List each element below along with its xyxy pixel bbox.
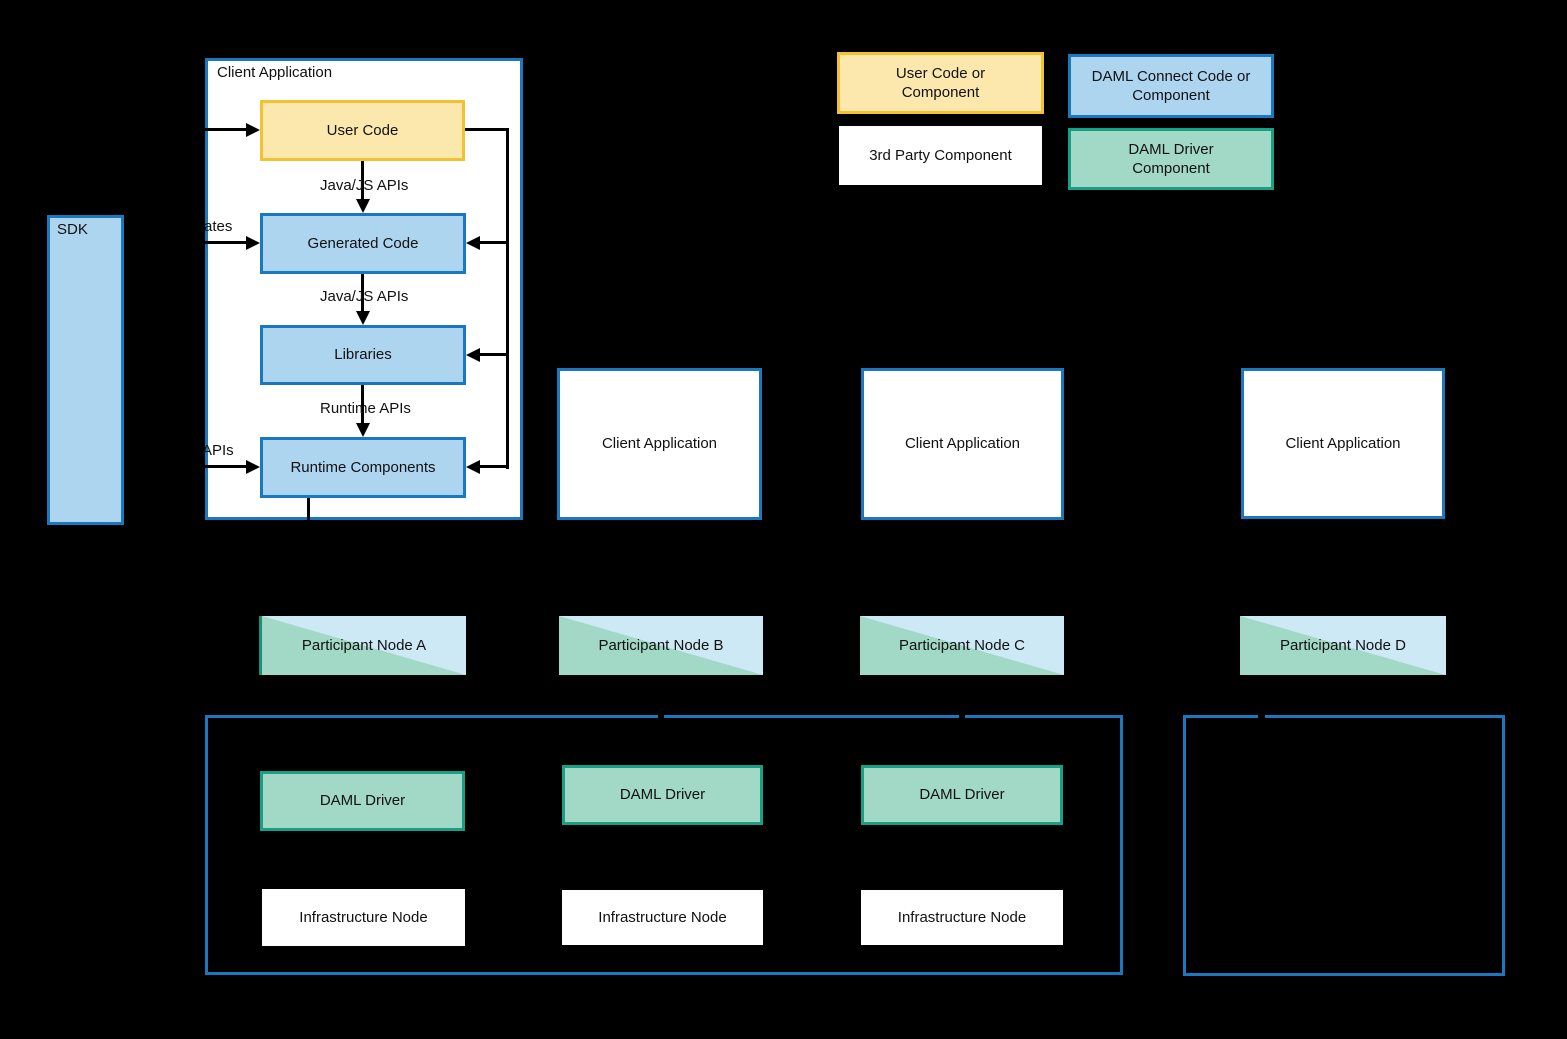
- edge-label-java-js-2: Java/JS APIs: [320, 288, 409, 305]
- bus-into-libraries-line: [480, 353, 506, 356]
- participant-node-d-label: Participant Node D: [1280, 636, 1406, 654]
- clipped-label-generates: ates: [204, 218, 233, 235]
- client-application-c-label: Client Application: [904, 435, 1021, 453]
- libraries-box: Libraries: [260, 325, 466, 385]
- client-application-b-label: Client Application: [601, 435, 718, 453]
- infrastructure-node-c: Infrastructure Node: [861, 890, 1063, 945]
- arrow-left-into-runtime-head: [246, 460, 260, 474]
- daml-driver-a: DAML Driver: [260, 771, 465, 831]
- bus-into-runtime-head: [466, 460, 480, 474]
- runtime-components-box: Runtime Components: [260, 437, 466, 498]
- bus-into-generated-line: [480, 241, 506, 244]
- legend-daml-driver: DAML Driver Component: [1068, 128, 1274, 190]
- participant-node-d: Participant Node D: [1240, 616, 1446, 675]
- border-gap-node-c: [959, 714, 965, 719]
- infrastructure-node-a: Infrastructure Node: [262, 889, 465, 946]
- client-application-d-label: Client Application: [1285, 434, 1401, 452]
- runtime-components-label: Runtime Components: [290, 458, 436, 476]
- bus-vertical-line: [506, 128, 509, 469]
- legend-third-party: 3rd Party Component: [839, 126, 1042, 185]
- arrow-left-into-generated-line: [205, 241, 247, 244]
- participant-node-b-label: Participant Node B: [598, 636, 724, 654]
- client-application-d: Client Application: [1241, 368, 1445, 519]
- bus-from-usercode-line: [465, 128, 509, 131]
- user-code-box: User Code: [260, 100, 465, 161]
- border-gap-node-b: [658, 714, 664, 719]
- legend-daml-connect-label: DAML Connect Code or Component: [1091, 67, 1251, 105]
- arrow-libraries-to-runtime-line: [361, 385, 364, 423]
- infrastructure-container-left: [205, 715, 1123, 975]
- participant-node-b: Participant Node B: [559, 616, 763, 675]
- participant-node-a-label: Participant Node A: [301, 636, 427, 654]
- daml-driver-b-label: DAML Driver: [619, 786, 706, 804]
- infrastructure-node-a-label: Infrastructure Node: [299, 908, 428, 926]
- arrow-generated-to-libraries-line: [361, 274, 364, 311]
- legend-third-party-label: 3rd Party Component: [869, 146, 1012, 164]
- infrastructure-node-c-label: Infrastructure Node: [897, 908, 1027, 926]
- generated-code-box: Generated Code: [260, 213, 466, 274]
- participant-node-c: Participant Node C: [860, 616, 1064, 675]
- client-application-c: Client Application: [861, 368, 1064, 520]
- daml-driver-c: DAML Driver: [861, 765, 1063, 825]
- arrow-left-into-usercode-head: [246, 123, 260, 137]
- legend-daml-connect: DAML Connect Code or Component: [1068, 54, 1274, 118]
- clipped-label-apis: APIs: [202, 442, 234, 459]
- arrow-usercode-to-generated-head: [356, 199, 370, 213]
- arrow-left-into-generated-head: [246, 236, 260, 250]
- edge-label-java-js-1: Java/JS APIs: [320, 177, 409, 194]
- participant-node-c-label: Participant Node C: [899, 636, 1025, 654]
- stub-runtime-down-line: [307, 498, 310, 522]
- legend-user-code-label: User Code or Component: [895, 64, 986, 102]
- legend-daml-driver-label: DAML Driver Component: [1128, 140, 1214, 178]
- bus-into-libraries-head: [466, 348, 480, 362]
- infrastructure-node-b: Infrastructure Node: [562, 890, 763, 945]
- arrow-left-into-runtime-line: [205, 465, 247, 468]
- bus-into-runtime-line: [480, 465, 506, 468]
- daml-driver-b: DAML Driver: [562, 765, 763, 825]
- client-application-b: Client Application: [557, 368, 762, 520]
- sdk-box: [47, 215, 124, 525]
- daml-driver-a-label: DAML Driver: [319, 792, 406, 810]
- arrow-usercode-to-generated-line: [361, 161, 364, 199]
- bus-into-generated-head: [466, 236, 480, 250]
- arrow-libraries-to-runtime-head: [356, 423, 370, 437]
- participant-node-a: Participant Node A: [259, 616, 466, 675]
- client-application-panel-title: Client Application: [217, 64, 333, 81]
- infrastructure-node-b-label: Infrastructure Node: [598, 908, 727, 926]
- arrow-generated-to-libraries-head: [356, 311, 370, 325]
- user-code-label: User Code: [326, 121, 399, 139]
- generated-code-label: Generated Code: [307, 234, 419, 252]
- infrastructure-container-right: [1183, 715, 1505, 976]
- legend-user-code: User Code or Component: [837, 52, 1044, 114]
- arrow-left-into-usercode-line: [205, 128, 247, 131]
- libraries-label: Libraries: [334, 346, 392, 364]
- border-gap-node-d: [1258, 714, 1265, 719]
- daml-driver-c-label: DAML Driver: [919, 786, 1005, 804]
- edge-label-runtime-apis: Runtime APIs: [320, 400, 411, 417]
- sdk-label: SDK: [57, 221, 88, 238]
